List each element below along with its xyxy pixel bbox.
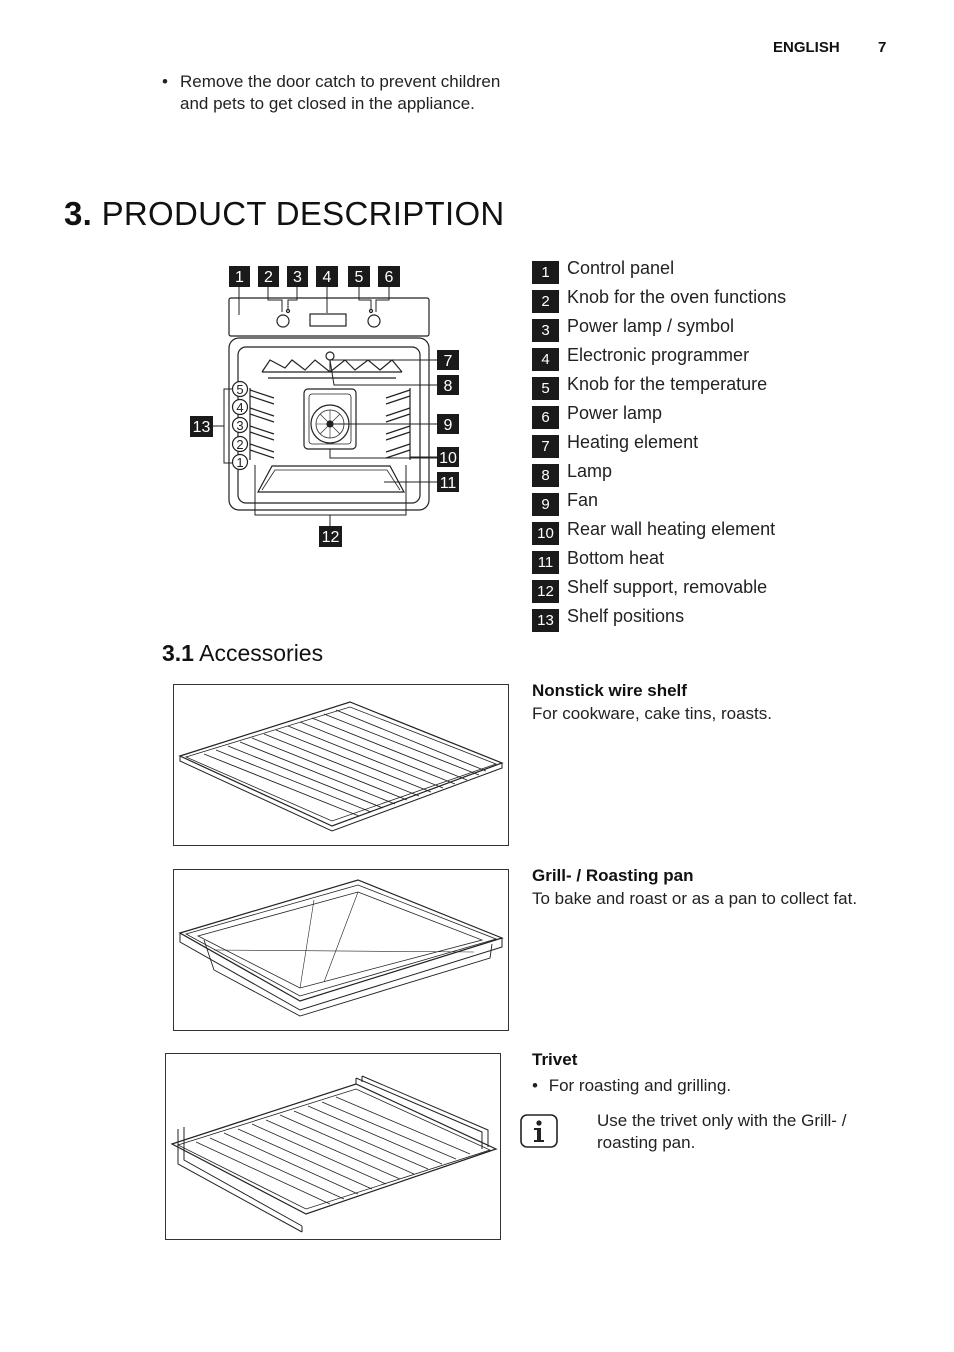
callout-right-numbers: 7 8 9 10 11 (329, 350, 459, 492)
callout-4: 4 (323, 269, 332, 286)
shelf-position-markers: 5 4 3 2 1 13 (190, 380, 249, 471)
legend-number: 8 (532, 464, 559, 487)
legend-number: 2 (532, 290, 559, 313)
shelf-position-5: 5 (236, 382, 243, 397)
callout-11: 11 (440, 475, 457, 492)
legend-number: 12 (532, 580, 559, 603)
shelf-position-3: 3 (236, 418, 243, 433)
intro-bullet-text: Remove the door catch to prevent childre… (180, 72, 501, 113)
legend-number: 5 (532, 377, 559, 400)
legend-number: 1 (532, 261, 559, 284)
callout-13: 13 (193, 419, 211, 436)
callout-5: 5 (355, 269, 364, 286)
section-number: 3. (64, 195, 93, 232)
callout-3: 3 (293, 269, 302, 286)
trivet-image-frame (165, 1053, 501, 1240)
callout-6: 6 (385, 269, 394, 286)
bottom-heat (256, 465, 406, 493)
legend-number: 11 (532, 551, 559, 574)
bracket-12 (254, 465, 407, 516)
oven-diagram: 1 2 3 4 5 6 (190, 266, 459, 547)
legend-number: 13 (532, 609, 559, 632)
shelf-support-left (249, 388, 275, 460)
accessory-name: Grill- / Roasting pan (532, 866, 694, 885)
roasting-pan-illustration (178, 879, 504, 1017)
shelf-position-4: 4 (236, 400, 243, 415)
callout-8: 8 (444, 378, 453, 395)
header-language: ENGLISH (773, 39, 840, 56)
callout-9: 9 (444, 417, 453, 434)
shelf-position-2: 2 (236, 437, 243, 452)
legend-label: Power lamp / symbol (567, 316, 735, 336)
subsection-title: 3.1 Accessories (162, 640, 323, 667)
power-lamp (368, 308, 374, 314)
legend-label: Knob for the oven functions (567, 287, 787, 307)
bullet-dot: • (162, 72, 168, 91)
legend-label: Control panel (567, 258, 675, 278)
callout-12: 12 (322, 529, 340, 546)
section-title-text: PRODUCT DESCRIPTION (101, 195, 505, 232)
accessory-description: To bake and roast or as a pan to collect… (532, 889, 858, 908)
legend-label: Heating element (567, 432, 699, 452)
legend-number: 10 (532, 522, 559, 545)
lamp (325, 351, 335, 361)
wire-shelf-image-frame (173, 684, 509, 846)
trivet-illustration (170, 1075, 498, 1233)
page-number: 7 (878, 39, 887, 56)
wire-shelf-illustration (178, 701, 504, 832)
subsection-title-text: Accessories (199, 640, 324, 666)
subsection-number: 3.1 (162, 640, 194, 666)
legend-label: Shelf support, removable (567, 577, 768, 597)
info-note: Use the trivet only with the Grill- / ro… (597, 1111, 847, 1152)
section-title: 3. PRODUCT DESCRIPTION (64, 195, 505, 233)
legend-label: Knob for the temperature (567, 374, 768, 394)
control-panel (228, 297, 430, 337)
callout-1: 1 (235, 269, 244, 286)
legend-label: Electronic programmer (567, 345, 750, 365)
legend-label: Shelf positions (567, 606, 685, 626)
trivet-bullet-text: For roasting and grilling. (548, 1076, 732, 1095)
callout-top-numbers: 1 2 3 4 5 6 (229, 266, 400, 287)
legend-number: 9 (532, 493, 559, 516)
power-lamp-symbol (285, 308, 291, 314)
knob-functions (276, 314, 290, 328)
electronic-programmer (309, 313, 347, 327)
roasting-pan-image-frame (173, 869, 509, 1031)
callout-2: 2 (264, 269, 273, 286)
accessory-name: Nonstick wire shelf (532, 681, 687, 700)
top-leader-lines (238, 287, 390, 315)
knob-temperature (367, 314, 381, 328)
legend-label: Bottom heat (567, 548, 665, 568)
accessory-description: For cookware, cake tins, roasts. (532, 704, 772, 723)
legend-number: 7 (532, 435, 559, 458)
legend-label: Lamp (567, 461, 613, 481)
trivet-bullet: • For roasting and grilling. (532, 1076, 731, 1096)
callout-10: 10 (439, 450, 457, 467)
bullet-dot: • (532, 1076, 538, 1095)
accessory-name: Trivet (532, 1050, 578, 1069)
legend-number: 4 (532, 348, 559, 371)
legend-label: Rear wall heating element (567, 519, 776, 539)
callout-7: 7 (444, 353, 453, 370)
legend-number: 6 (532, 406, 559, 429)
shelf-position-1: 1 (236, 455, 243, 470)
legend-label: Power lamp (567, 403, 663, 423)
info-icon (520, 1114, 558, 1148)
legend-number: 3 (532, 319, 559, 342)
legend-label: Fan (567, 490, 599, 510)
